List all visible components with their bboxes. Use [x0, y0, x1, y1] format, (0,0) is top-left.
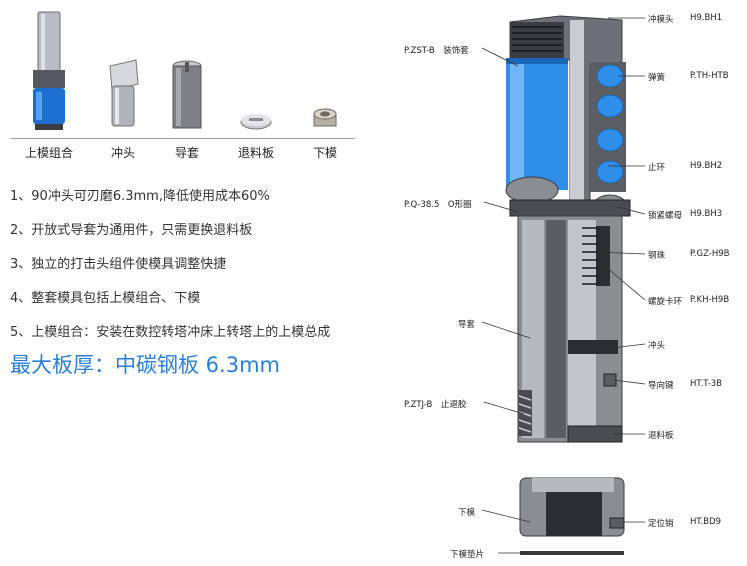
- feature-3: 3、独立的打击头组件使模具调整快捷: [10, 257, 227, 272]
- code-guide-key: HT.T-3B: [690, 379, 722, 389]
- label-screw-clip: 螺旋卡环: [648, 297, 683, 307]
- part-label-lower-die: 下模: [312, 146, 337, 160]
- spring-shape: [590, 62, 626, 192]
- lower-die-shape: [519, 477, 625, 537]
- label-punch: 冲头: [648, 341, 666, 351]
- code-stop-ring: H9.BH2: [690, 161, 723, 171]
- lower-die-image: [313, 108, 337, 127]
- leader-lines: [481, 17, 646, 554]
- parts-gallery: 上模组合 冲头 导套 退料板 下模: [0, 0, 360, 160]
- label-locating-pin: 定位销: [648, 519, 674, 529]
- label-steel-ball: 钢珠: [648, 251, 666, 261]
- part-label-stripper: 退料板: [237, 146, 274, 160]
- label-lower-pad: 下模垫片: [450, 550, 485, 560]
- feature-5: 5、上模组合：安装在数控转塔冲床上转塔上的上模总成: [10, 325, 331, 340]
- label-spring: 弹簧: [648, 73, 666, 83]
- code-spring: P.TH-HTB: [690, 71, 729, 81]
- feature-1: 1、90冲头可刃磨6.3mm,降低使用成本60%: [10, 189, 270, 204]
- stripper-plate-image: [240, 114, 272, 130]
- code-steel-ball: P.GZ-H9B: [690, 249, 730, 259]
- label-stop-ring: 止环: [648, 163, 666, 173]
- label-punch-head: 冲模头: [648, 15, 674, 25]
- max-thickness-headline: 最大板厚：中碳钢板 6.3mm: [10, 353, 280, 377]
- guide-sleeve-image: [172, 60, 202, 129]
- feature-4: 4、整套模具包括上模组合、下模: [10, 291, 201, 306]
- label-guide-sleeve: 导套: [458, 320, 476, 330]
- part-label-upper-die: 上模组合: [24, 146, 73, 160]
- lower-pad-shape: [520, 551, 624, 555]
- label-o-ring: P.Q-38.5 O形圈: [404, 200, 472, 210]
- label-lock-nut: 锁紧螺母: [648, 211, 683, 221]
- code-punch-head: H9.BH1: [690, 13, 723, 23]
- label-decorative-sleeve: P.ZST-B 装饰套: [404, 46, 469, 56]
- parts-photos: [33, 11, 337, 130]
- label-stripper: 退料板: [648, 431, 674, 441]
- label-lower-die: 下模: [458, 508, 476, 518]
- feature-2: 2、开放式导套为通用件，只需更换退料板: [10, 223, 253, 238]
- upper-die-assembly-image: [33, 11, 65, 130]
- guide-sleeve-shape: [517, 215, 623, 443]
- code-screw-clip: P.KH-H9B: [690, 295, 730, 305]
- label-guide-key: 导向键: [648, 381, 674, 391]
- lock-nut-shape: [509, 199, 631, 217]
- decorative-sleeve-shape: [506, 58, 568, 190]
- stripper-shape: [567, 425, 623, 443]
- code-locating-pin: HT.BD9: [690, 517, 722, 527]
- part-label-guide-sleeve: 导套: [174, 146, 199, 160]
- photo-divider: [10, 138, 355, 139]
- code-lock-nut: H9.BH3: [690, 209, 723, 219]
- punch-image: [109, 59, 139, 127]
- part-label-punch: 冲头: [110, 146, 135, 160]
- cross-section-diagram: [481, 15, 646, 555]
- stop-spring-shape: [518, 390, 532, 436]
- label-stop-spring: P.ZTJ-B 止退胶: [404, 400, 467, 410]
